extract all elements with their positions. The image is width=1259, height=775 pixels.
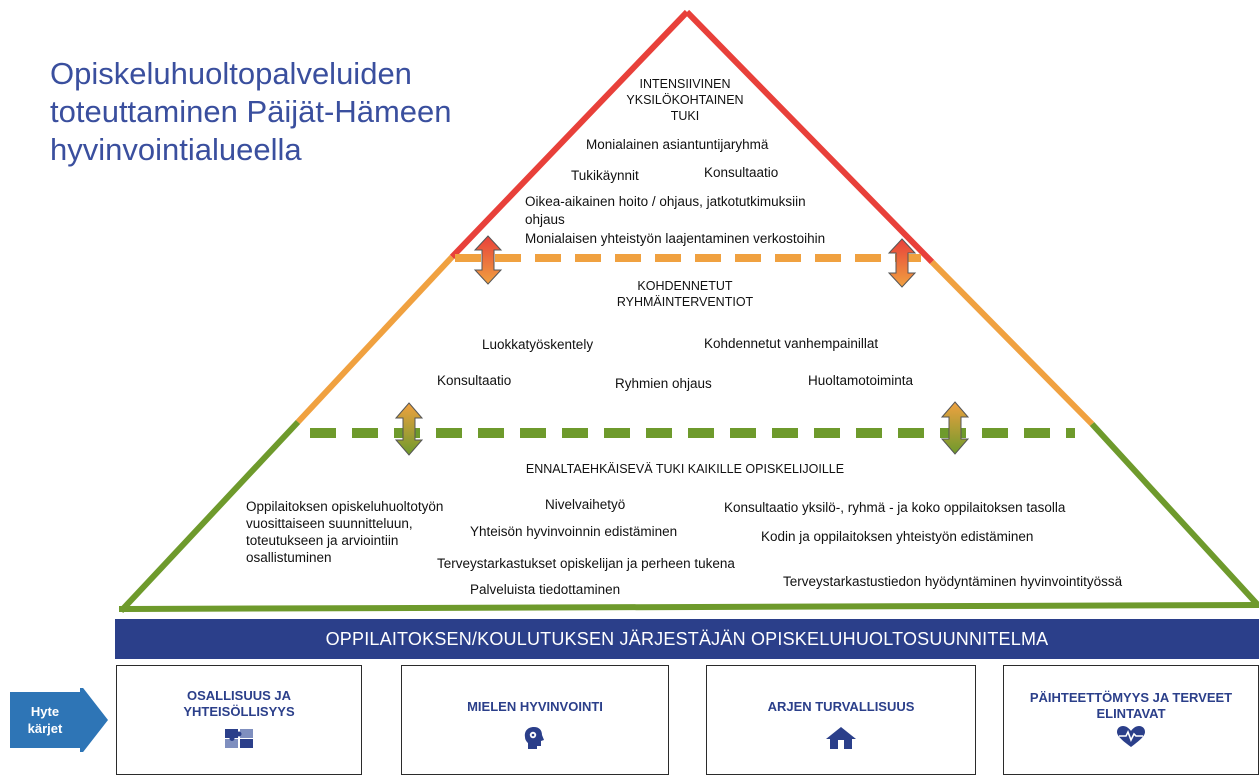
pyramid-edge-mid-left xyxy=(295,254,455,425)
top-item: ohjaus xyxy=(525,212,565,227)
bottom-column-line: osallistuminen xyxy=(246,550,332,565)
puzzle-icon xyxy=(225,729,253,748)
theme-box-label: ARJEN TURVALLISUUS xyxy=(767,699,915,714)
theme-box-label: PÄIHTEETTÖMYYS JA TERVEET ELINTAVAT xyxy=(1029,690,1233,721)
middle-item: Luokkatyöskentely xyxy=(482,337,594,352)
title-line: Opiskeluhuoltopalveluiden xyxy=(50,56,412,91)
pyramid-edge-low-left xyxy=(118,419,301,614)
top-heading-line: YKSILÖKOHTAINEN xyxy=(626,93,744,107)
theme-box-label: OSALLISUUS JA YHTEISÖLLISYYS xyxy=(183,688,295,719)
bottom-item: Terveystarkastukset opiskelijan ja perhe… xyxy=(437,556,735,571)
double-arrow-icon xyxy=(473,235,503,285)
theme-box-arjen: ARJEN TURVALLISUUS xyxy=(706,665,976,775)
pyramid-base xyxy=(118,602,1259,612)
pyramid-edge-top-left xyxy=(449,9,690,260)
bottom-column-line: toteutukseen ja arviointiin xyxy=(246,533,399,548)
head-gears-icon xyxy=(524,727,544,749)
bottom-item: Konsultaatio yksilö-, ryhmä - ja koko op… xyxy=(724,500,1066,515)
bottom-column-text: Oppilaitoksen opiskeluhuoltotyön vuositt… xyxy=(246,498,443,566)
bottom-column-line: Oppilaitoksen opiskeluhuoltotyön xyxy=(246,499,444,514)
bottom-item: Yhteisön hyvinvoinnin edistäminen xyxy=(470,524,678,539)
top-item: Monialainen asiantuntijaryhmä xyxy=(586,137,769,152)
middle-heading: KOHDENNETUT RYHMÄINTERVENTIOT xyxy=(560,278,810,310)
theme-box-label: MIELEN HYVINVOINTI xyxy=(467,699,603,714)
top-heading-line: TUKI xyxy=(670,109,700,123)
pyramid-graphic xyxy=(118,9,1259,614)
title-line: hyvinvointialueella xyxy=(50,132,302,167)
bottom-item: Terveystarkastustiedon hyödyntäminen hyv… xyxy=(783,574,1123,589)
bottom-heading: ENNALTAEHKÄISEVÄ TUKI KAIKILLE OPISKELIJ… xyxy=(525,462,845,476)
top-item: Tukikäynnit xyxy=(571,168,639,183)
middle-item: Ryhmien ohjaus xyxy=(615,376,712,391)
hyte-label-line: Hyte xyxy=(30,704,60,719)
top-heading: INTENSIIVINEN YKSILÖKOHTAINEN TUKI xyxy=(560,76,810,124)
theme-box-osallisuus: OSALLISUUS JA YHTEISÖLLISYYS xyxy=(116,665,362,775)
hyte-arrow: Hyte kärjet xyxy=(10,688,108,752)
middle-item: Huoltamotoiminta xyxy=(808,373,914,388)
double-arrow-icon xyxy=(887,238,917,288)
bottom-item: Nivelvaihetyö xyxy=(545,497,626,512)
pyramid-edge-top-right xyxy=(684,9,935,265)
page-title: Opiskeluhuoltopalveluiden toteuttaminen … xyxy=(50,55,490,169)
bottom-item: Palveluista tiedottaminen xyxy=(470,582,621,597)
hyte-label-line: kärjet xyxy=(27,721,63,736)
top-item: Konsultaatio xyxy=(704,165,779,180)
middle-heading-line: RYHMÄINTERVENTIOT xyxy=(616,295,754,309)
top-heading-line: INTENSIIVINEN xyxy=(639,77,731,91)
pyramid-edge-low-right xyxy=(1089,421,1259,607)
theme-box-paihteettomyys: PÄIHTEETTÖMYYS JA TERVEET ELINTAVAT xyxy=(1003,665,1259,775)
double-arrow-icon xyxy=(394,402,424,456)
pyramid-edge-mid-right xyxy=(929,259,1095,427)
heart-pulse-icon xyxy=(1117,726,1145,747)
bottom-item: Kodin ja oppilaitoksen yhteistyön edistä… xyxy=(761,529,1034,544)
arrow-right-icon xyxy=(10,688,108,752)
middle-heading-line: KOHDENNETUT xyxy=(637,279,733,293)
top-item: Oikea-aikainen hoito / ohjaus, jatkotutk… xyxy=(525,194,806,209)
double-arrow-icon xyxy=(940,401,970,455)
plan-banner: OPPILAITOKSEN/KOULUTUKSEN JÄRJESTÄJÄN OP… xyxy=(115,619,1259,659)
middle-item: Konsultaatio xyxy=(437,373,512,388)
theme-box-mielen: MIELEN HYVINVOINTI xyxy=(401,665,669,775)
house-icon xyxy=(826,727,856,749)
middle-item: Kohdennetut vanhempainillat xyxy=(704,336,879,351)
bottom-column-line: vuosittaiseen suunnitteluun, xyxy=(246,516,413,531)
title-line: toteuttaminen Päijät-Hämeen xyxy=(50,94,452,129)
top-item: Monialaisen yhteistyön laajentaminen ver… xyxy=(525,231,826,246)
